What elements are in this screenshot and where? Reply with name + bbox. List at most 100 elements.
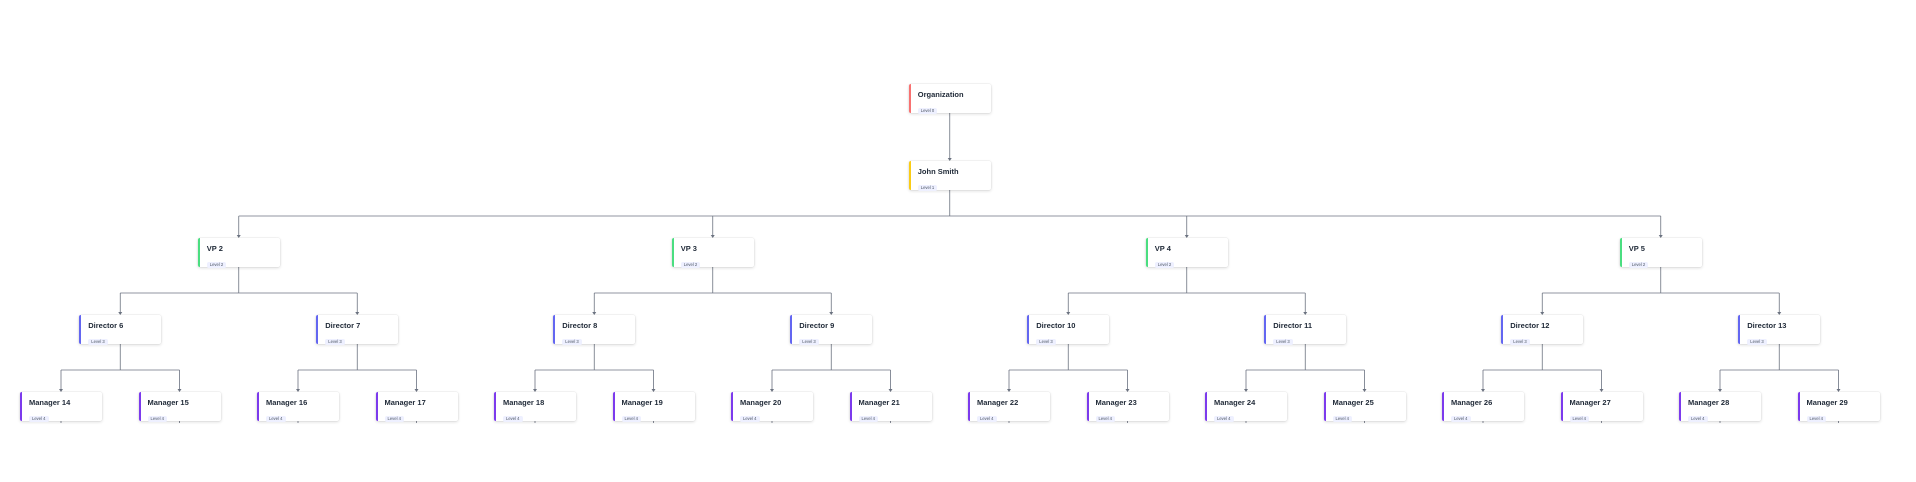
node-name: Manager 16 xyxy=(266,398,308,407)
connector-arrowhead xyxy=(1125,389,1130,392)
level-badge: Level 3 xyxy=(1273,339,1293,345)
level-accent-bar xyxy=(138,392,141,421)
node-name: Director 8 xyxy=(562,321,598,330)
level-accent-bar xyxy=(1323,392,1326,421)
org-node-d11[interactable]: Director 11 Level 3 xyxy=(1264,315,1347,345)
level-accent-bar xyxy=(1560,392,1563,421)
level-accent-bar xyxy=(553,315,556,344)
level-accent-bar xyxy=(197,238,200,267)
level-accent-bar xyxy=(671,238,674,267)
level-badge: Level 4 xyxy=(977,416,997,422)
level-badge: Level 3 xyxy=(1510,339,1530,345)
level-badge: Level 4 xyxy=(384,416,405,422)
connector-arrowhead xyxy=(947,158,952,161)
level-accent-bar xyxy=(1679,392,1681,421)
level-badge: Level 3 xyxy=(88,339,108,345)
connector-arrowhead xyxy=(414,389,419,392)
org-node-m17[interactable]: Manager 17 Level 4 xyxy=(375,392,458,422)
node-name: VP 4 xyxy=(1154,244,1171,253)
connector-arrowhead xyxy=(533,389,537,392)
level-accent-bar xyxy=(1738,315,1741,344)
level-badge: Level 2 xyxy=(206,262,227,268)
level-accent-bar xyxy=(494,392,496,421)
level-accent-bar xyxy=(1797,392,1800,421)
org-node-m24[interactable]: Manager 24 Level 4 xyxy=(1205,392,1287,422)
node-name: Manager 28 xyxy=(1688,398,1730,407)
connector-arrowhead xyxy=(770,389,774,392)
connector-arrowhead xyxy=(1007,389,1011,392)
node-name: Manager 24 xyxy=(1214,398,1256,407)
node-name: Manager 29 xyxy=(1806,398,1848,407)
node-name: Manager 19 xyxy=(621,398,663,407)
node-name: Manager 17 xyxy=(384,398,426,407)
connector-arrowhead xyxy=(355,312,360,315)
connector-arrowhead xyxy=(236,235,241,238)
connector-arrowhead xyxy=(1599,389,1604,392)
connector-arrowhead xyxy=(592,312,597,315)
node-name: Manager 18 xyxy=(503,398,545,407)
level-accent-bar xyxy=(1086,392,1089,421)
level-accent-bar xyxy=(1501,315,1504,344)
org-node-d13[interactable]: Director 13 Level 3 xyxy=(1738,315,1821,345)
node-name: Manager 26 xyxy=(1451,398,1493,407)
node-name: Manager 20 xyxy=(740,398,782,407)
org-node-d12[interactable]: Director 12 Level 3 xyxy=(1501,315,1584,345)
connector-arrowhead xyxy=(1540,312,1545,315)
connector-arrowhead xyxy=(1658,235,1663,238)
level-accent-bar xyxy=(1442,392,1444,421)
level-accent-bar xyxy=(731,392,733,421)
level-accent-bar xyxy=(1619,238,1622,267)
node-name: Manager 25 xyxy=(1332,398,1374,407)
level-badge: Level 3 xyxy=(1747,339,1767,345)
node-name: Director 12 xyxy=(1510,321,1550,330)
node-name: Director 7 xyxy=(325,321,361,330)
node-name: Manager 22 xyxy=(977,398,1019,407)
connector-arrowhead xyxy=(1184,235,1189,238)
level-badge: Level 4 xyxy=(1095,416,1116,422)
level-badge: Level 4 xyxy=(29,416,49,422)
org-node-m22[interactable]: Manager 22 Level 4 xyxy=(968,392,1050,422)
org-node-m23[interactable]: Manager 23 Level 4 xyxy=(1086,392,1169,422)
level-badge: Level 0 xyxy=(917,108,938,114)
level-accent-bar xyxy=(1205,392,1207,421)
level-accent-bar xyxy=(316,315,319,344)
level-badge: Level 4 xyxy=(858,416,879,422)
level-badge: Level 4 xyxy=(1214,416,1234,422)
node-name: Director 11 xyxy=(1273,321,1313,330)
level-accent-bar xyxy=(1264,315,1267,344)
node-name: Director 9 xyxy=(799,321,835,330)
level-badge: Level 4 xyxy=(1332,416,1353,422)
connector-arrowhead xyxy=(1362,389,1367,392)
level-accent-bar xyxy=(1027,315,1030,344)
org-node-m25[interactable]: Manager 25 Level 4 xyxy=(1323,392,1406,422)
level-accent-bar xyxy=(1145,238,1148,267)
node-name: VP 5 xyxy=(1628,244,1645,253)
level-badge: Level 3 xyxy=(1036,339,1056,345)
connector-arrowhead xyxy=(651,389,656,392)
node-name: Director 13 xyxy=(1747,321,1787,330)
node-name: Manager 23 xyxy=(1095,398,1137,407)
